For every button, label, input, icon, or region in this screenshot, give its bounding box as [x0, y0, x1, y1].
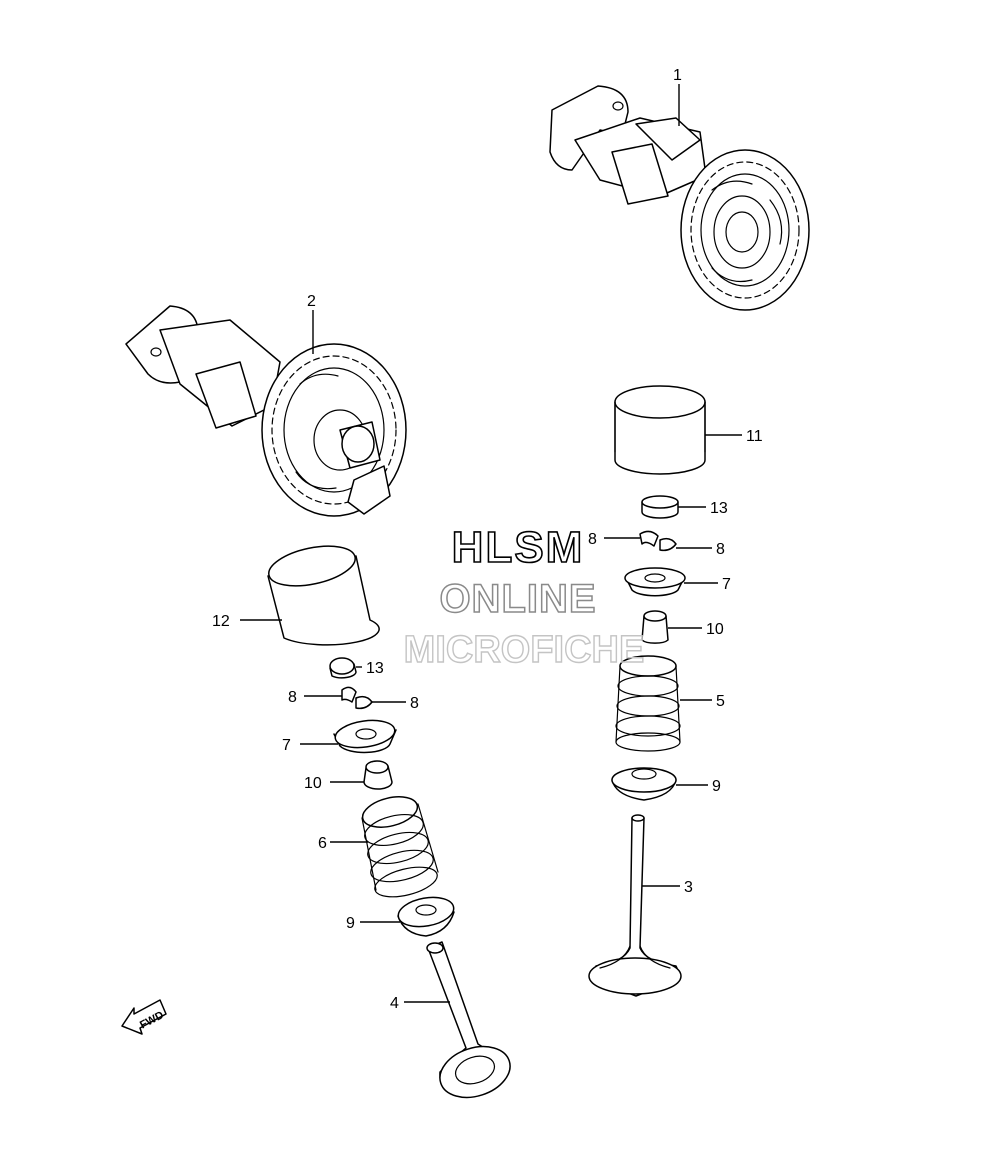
cotter-8-right[interactable]	[639, 530, 677, 552]
watermark-line1: HLSM	[452, 523, 585, 572]
callout-10-left: 10	[304, 775, 322, 792]
spring-5[interactable]	[615, 655, 681, 752]
retainer-7-left[interactable]	[333, 717, 397, 754]
callout-8b: 8	[716, 541, 725, 558]
callout-10-right: 10	[706, 621, 724, 638]
callout-2: 2	[307, 293, 316, 310]
cotter-8-left[interactable]	[341, 686, 373, 710]
callout-6: 6	[318, 835, 327, 852]
stem-seal-10-left[interactable]	[363, 760, 393, 790]
callout-1: 1	[673, 67, 682, 84]
tappet-11[interactable]	[614, 385, 706, 475]
callout-4: 4	[390, 995, 399, 1012]
callout-13-right: 13	[710, 500, 728, 517]
callout-8c: 8	[288, 689, 297, 706]
valve-3[interactable]	[588, 814, 682, 997]
camshaft-1[interactable]	[549, 85, 810, 311]
watermark: HLSM ONLINE MICROFICHE	[403, 522, 645, 672]
callout-9-right: 9	[712, 778, 721, 795]
shim-13-right[interactable]	[641, 495, 679, 519]
stem-seal-10-right[interactable]	[641, 610, 669, 644]
retainer-7-right[interactable]	[624, 567, 686, 597]
watermark-line3: MICROFICHE	[404, 629, 645, 671]
shim-13-left[interactable]	[329, 657, 357, 679]
callout-8a: 8	[588, 531, 597, 548]
callout-8d: 8	[410, 695, 419, 712]
camshaft-2[interactable]	[125, 305, 407, 517]
callout-7-left: 7	[282, 737, 291, 754]
callout-11: 11	[746, 428, 763, 445]
callout-13-left: 13	[366, 660, 384, 677]
valve-4[interactable]	[426, 941, 517, 1106]
callout-5: 5	[716, 693, 725, 710]
callout-12: 12	[212, 613, 230, 630]
spring-seat-9-left[interactable]	[396, 893, 456, 937]
callout-9-left: 9	[346, 915, 355, 932]
spring-6[interactable]	[359, 792, 440, 903]
spring-seat-9-right[interactable]	[611, 767, 677, 801]
fwd-arrow-icon: FWD	[121, 999, 167, 1035]
tappet-12[interactable]	[265, 539, 380, 646]
callout-7-right: 7	[722, 576, 731, 593]
watermark-line2: ONLINE	[439, 577, 596, 621]
callout-3: 3	[684, 879, 693, 896]
